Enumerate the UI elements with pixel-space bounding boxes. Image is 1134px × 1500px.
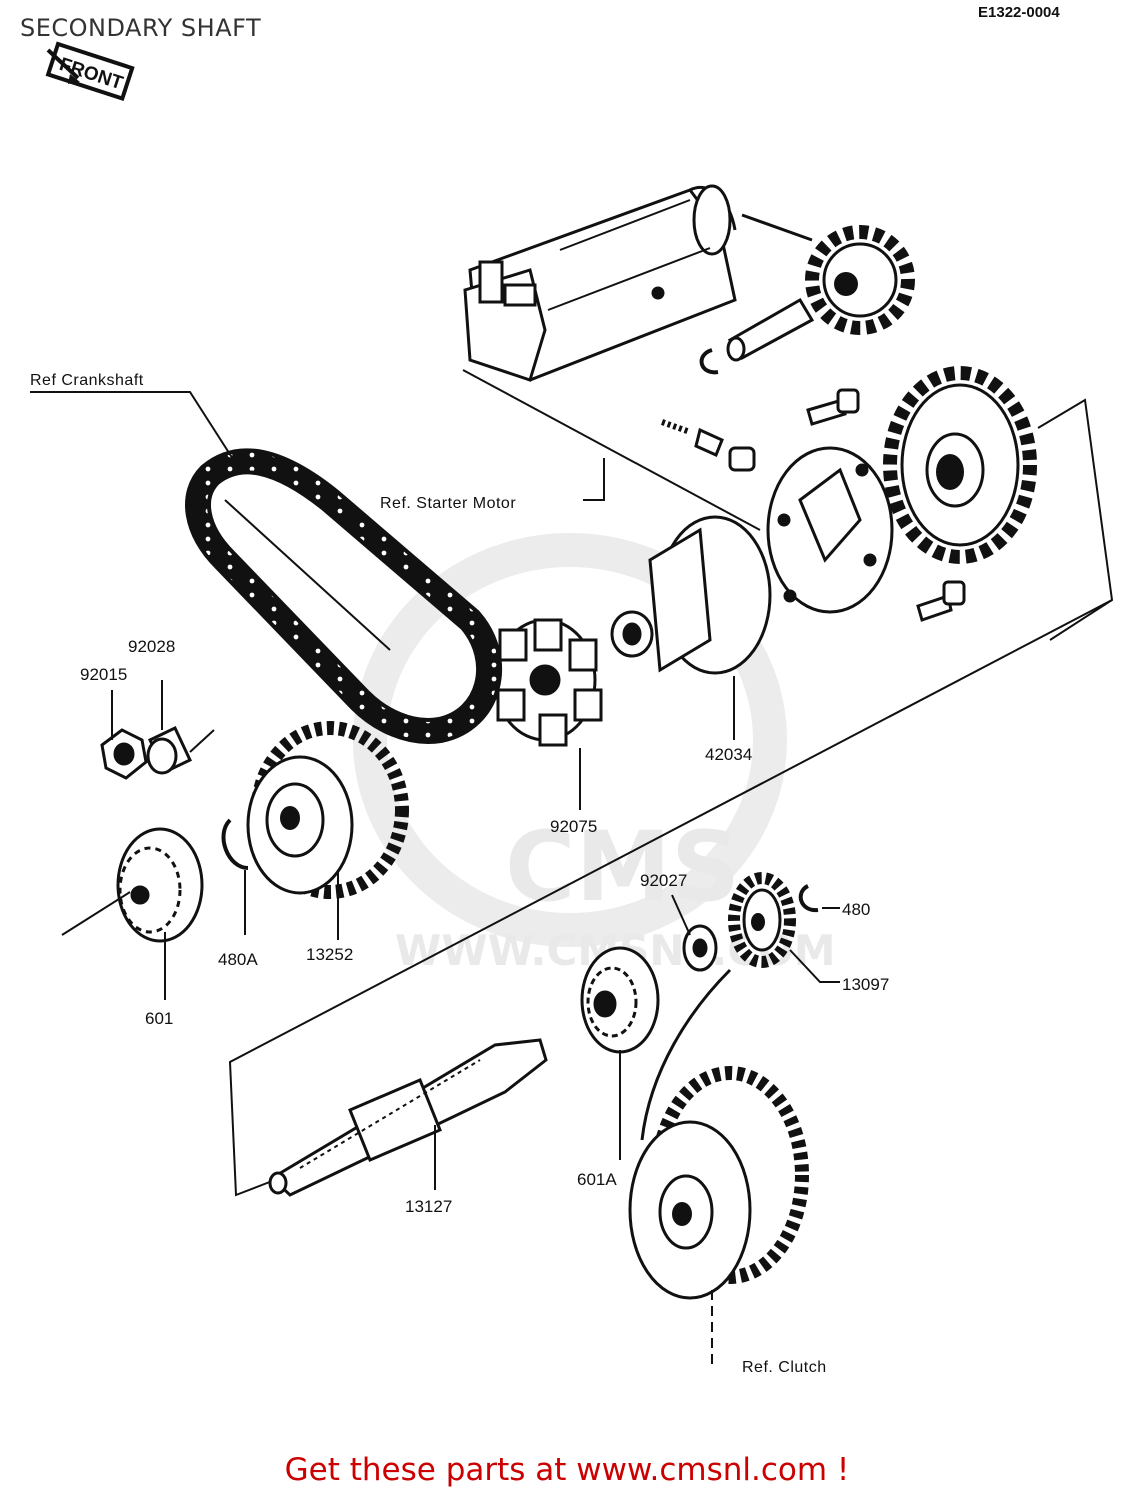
clutch-housing	[628, 1066, 809, 1300]
part-label-92015: 92015	[80, 665, 127, 684]
part-480-circlip	[798, 884, 819, 913]
part-601A-bearing	[580, 946, 660, 1054]
part-92028-collar	[146, 725, 192, 775]
part-601-bearing	[116, 827, 204, 943]
part-label-42034: 42034	[705, 745, 752, 764]
starter-clutch-sprocket	[883, 366, 1037, 564]
circlip	[699, 348, 719, 375]
part-label-13252: 13252	[306, 945, 353, 964]
part-92075-damper	[493, 618, 603, 747]
part-13127-secondary-shaft	[268, 1038, 548, 1197]
bolt-upper	[806, 388, 860, 426]
gear-shaft-pin	[726, 297, 815, 362]
starter-clutch-body	[766, 446, 894, 614]
part-13097-gear	[728, 872, 796, 968]
part-480A-circlip	[221, 818, 249, 870]
part-42034-hub	[610, 515, 772, 675]
page-title: SECONDARY SHAFT	[20, 14, 262, 42]
part-label-92028: 92028	[128, 637, 175, 656]
watermark-brand: CMS	[505, 811, 740, 923]
part-label-480: 480	[842, 900, 870, 919]
primary-chain	[185, 448, 503, 744]
ref-clutch-label: Ref. Clutch	[742, 1359, 827, 1376]
ref-starter-motor-label: Ref. Starter Motor	[380, 495, 516, 512]
part-label-480A: 480A	[218, 950, 258, 969]
diagram-code: E1322-0004	[978, 4, 1060, 21]
footer-link[interactable]: Get these parts at www.cmsnl.com !	[284, 1452, 850, 1488]
starter-motor	[463, 184, 737, 382]
part-label-13127: 13127	[405, 1197, 452, 1216]
part-92015-nut	[100, 728, 148, 780]
part-label-92075: 92075	[550, 817, 597, 836]
starter-idle-gear	[805, 225, 915, 335]
front-marker: FRONT	[45, 41, 135, 102]
part-label-92027: 92027	[640, 871, 687, 890]
ref-crankshaft-label: Ref Crankshaft	[30, 372, 144, 389]
bolt-lower	[916, 580, 966, 622]
part-92027-washer	[682, 924, 718, 972]
spring-and-roller	[660, 419, 756, 472]
part-label-601A: 601A	[577, 1170, 617, 1189]
assembly-bracket	[228, 599, 1113, 1197]
part-label-601: 601	[145, 1009, 173, 1028]
part-label-13097: 13097	[842, 975, 889, 994]
part-13252-gear	[246, 721, 409, 899]
